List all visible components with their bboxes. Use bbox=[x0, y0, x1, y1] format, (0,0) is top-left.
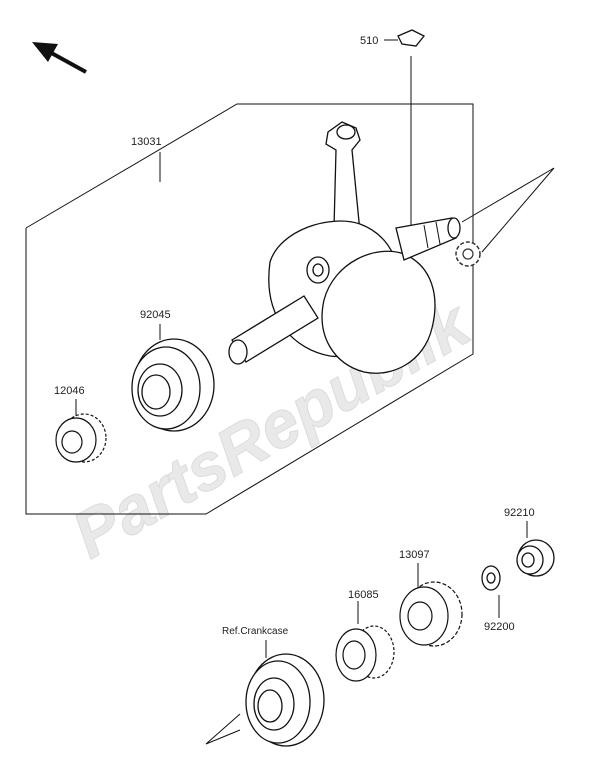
bearing-92045[interactable] bbox=[131, 338, 215, 432]
label-92200: 92200 bbox=[484, 621, 515, 633]
collar-92210[interactable] bbox=[516, 539, 555, 577]
label-92210: 92210 bbox=[504, 507, 535, 519]
gear-icon bbox=[455, 241, 481, 267]
leader-lines bbox=[75, 39, 555, 745]
gear-12046[interactable] bbox=[55, 413, 107, 463]
key-510[interactable] bbox=[397, 29, 426, 47]
label-13097: 13097 bbox=[399, 549, 430, 561]
crankshaft[interactable] bbox=[228, 121, 461, 374]
gear-13097[interactable] bbox=[399, 581, 463, 647]
label-16085: 16085 bbox=[348, 589, 379, 601]
label-12046: 12046 bbox=[54, 385, 85, 397]
label-510: 510 bbox=[360, 35, 378, 47]
crankcase-bearing bbox=[245, 653, 325, 747]
label-13031: 13031 bbox=[131, 136, 162, 148]
label-ref-crankcase: Ref.Crankcase bbox=[222, 626, 289, 637]
front-arrow-icon bbox=[32, 42, 87, 74]
gear-16085[interactable] bbox=[335, 625, 395, 682]
label-92045: 92045 bbox=[140, 309, 171, 321]
washer-92200[interactable] bbox=[481, 565, 501, 591]
assembly-frame bbox=[25, 103, 474, 515]
